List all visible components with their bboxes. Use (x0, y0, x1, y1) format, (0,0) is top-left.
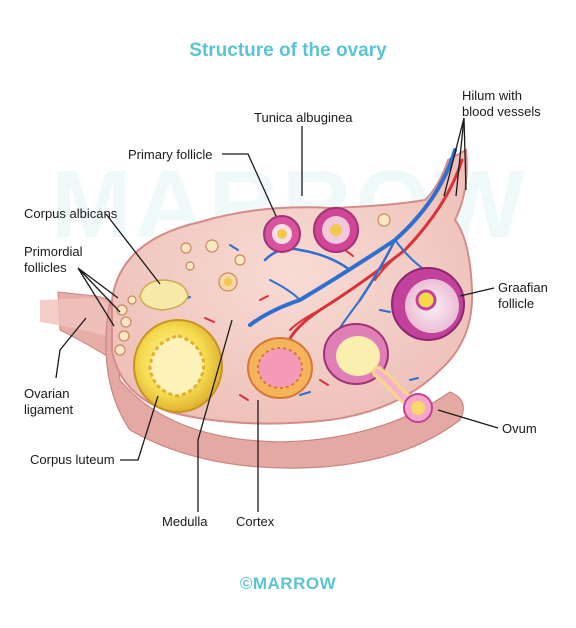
label-ovarian-ligament: Ovarian ligament (24, 386, 74, 417)
label-tunica-albuginea: Tunica albuginea (254, 110, 353, 125)
mesovarium-band (40, 298, 118, 340)
label-primordial-follicles: Primordial follicles (24, 244, 83, 275)
label-corpus-albicans: Corpus albicans (24, 206, 118, 221)
primordial-follicles (114, 213, 391, 356)
graafian-follicle-shape (391, 267, 465, 341)
diagram-title: Structure of the ovary (189, 40, 387, 61)
label-ovum: Ovum (502, 421, 537, 436)
regressing-corpus-shape (247, 337, 313, 399)
copyright-footer: ©MARROW (239, 574, 337, 593)
ovary-capsule-base (105, 299, 464, 469)
growing-follicle-shape (218, 272, 238, 292)
corpus-albicans-shape (139, 279, 189, 311)
hilum-vessels (248, 148, 464, 352)
secondary-follicle-shape (313, 207, 359, 253)
label-primary-follicle: Primary follicle (128, 147, 213, 162)
label-graafian-follicle: Graafian follicle (498, 280, 548, 311)
label-cortex: Cortex (236, 514, 275, 529)
label-medulla: Medulla (162, 514, 208, 529)
leader-lines (55, 117, 499, 512)
corpus-luteum-shape (133, 319, 223, 413)
primary-follicle-shape (263, 215, 301, 253)
label-corpus-luteum: Corpus luteum (30, 452, 115, 467)
label-hilum: Hilum with blood vessels (462, 88, 541, 119)
ovum-shape (403, 393, 433, 423)
